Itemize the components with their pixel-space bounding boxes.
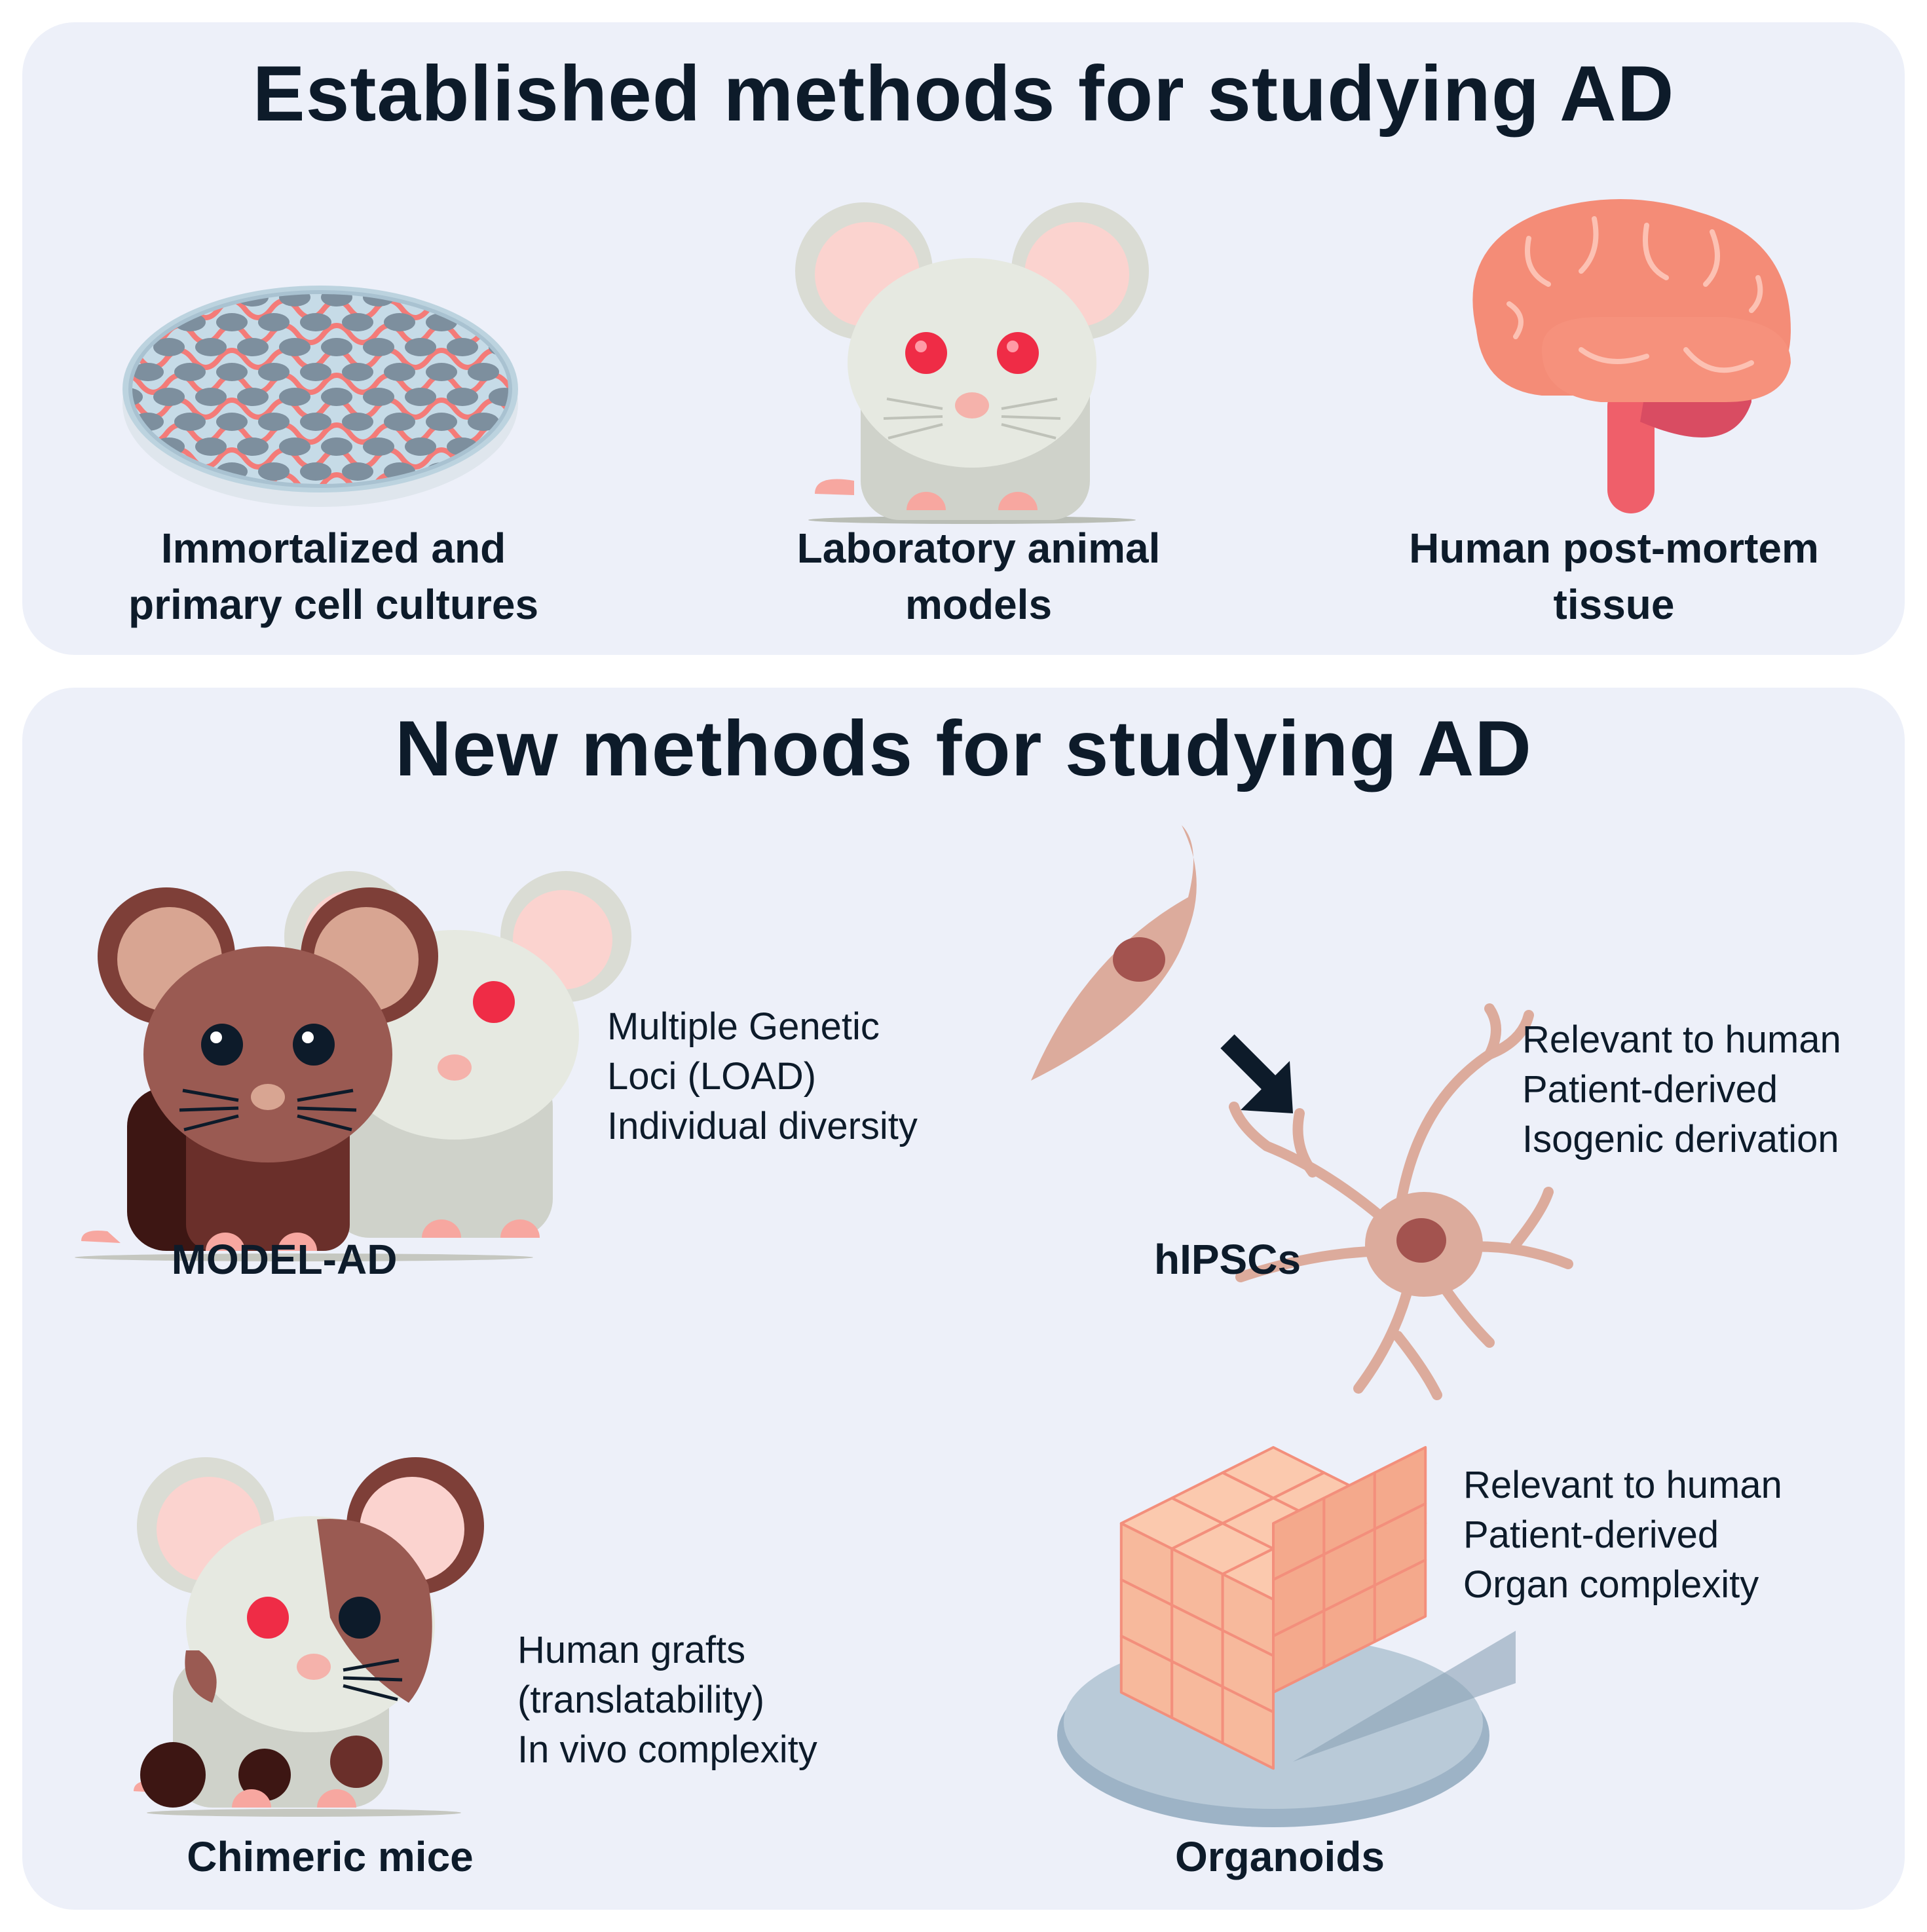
label-line: Laboratory animal bbox=[796, 525, 1161, 572]
description-line: Relevant to human bbox=[1522, 1018, 1841, 1061]
label-line: primary cell cultures bbox=[128, 581, 539, 628]
label-line: models bbox=[905, 581, 1053, 628]
description-line: Patient-derived bbox=[1463, 1514, 1719, 1556]
label-line: Human post-mortem bbox=[1409, 525, 1819, 572]
petri-dish-icon bbox=[122, 286, 518, 507]
chimeric-mice-description: Human grafts (translatability) In vivo c… bbox=[517, 1625, 817, 1775]
hipscs-description: Relevant to human Patient-derived Isogen… bbox=[1522, 1015, 1841, 1164]
brain-icon bbox=[1472, 199, 1791, 513]
established-methods-title: Established methods for studying AD bbox=[252, 50, 1675, 138]
post-mortem-tissue-label: Human post-mortem tissue bbox=[1358, 520, 1869, 633]
description-line: In vivo complexity bbox=[517, 1728, 817, 1771]
label-line: tissue bbox=[1553, 581, 1675, 628]
description-line: Organ complexity bbox=[1463, 1563, 1759, 1606]
organoids-label: Organoids bbox=[1174, 1833, 1385, 1880]
label-line: Immortalized and bbox=[160, 525, 506, 572]
laboratory-mouse-icon bbox=[795, 202, 1149, 524]
description-line: (translatability) bbox=[517, 1679, 765, 1721]
organoid-cube-icon bbox=[1057, 1446, 1516, 1827]
description-line: Patient-derived bbox=[1522, 1068, 1778, 1111]
hipscs-label: hIPSCs bbox=[1153, 1236, 1301, 1283]
arrow-icon bbox=[1220, 1034, 1293, 1113]
chimeric-mice-label: Chimeric mice bbox=[187, 1833, 474, 1880]
chimeric-mouse-icon bbox=[134, 1457, 484, 1817]
animal-models-label: Laboratory animal models bbox=[717, 520, 1241, 633]
hipsc-derivation-icon bbox=[1031, 825, 1573, 1400]
new-methods-panel: New methods for studying AD bbox=[22, 688, 1905, 1910]
description-line: Multiple Genetic bbox=[607, 1005, 880, 1048]
description-line: Loci (LOAD) bbox=[607, 1055, 817, 1098]
model-ad-description: Multiple Genetic Loci (LOAD) Individual … bbox=[607, 1002, 918, 1151]
model-ad-label: MODEL-AD bbox=[171, 1236, 398, 1283]
description-line: Isogenic derivation bbox=[1522, 1118, 1839, 1161]
description-line: Human grafts bbox=[517, 1629, 746, 1671]
model-ad-mice-icon bbox=[75, 871, 631, 1261]
organoids-description: Relevant to human Patient-derived Organ … bbox=[1463, 1460, 1782, 1610]
new-methods-title: New methods for studying AD bbox=[395, 705, 1532, 792]
cell-cultures-label: Immortalized and primary cell cultures bbox=[75, 520, 592, 633]
description-line: Individual diversity bbox=[607, 1105, 918, 1147]
description-line: Relevant to human bbox=[1463, 1464, 1782, 1506]
established-methods-panel: Established methods for studying AD bbox=[22, 22, 1905, 655]
